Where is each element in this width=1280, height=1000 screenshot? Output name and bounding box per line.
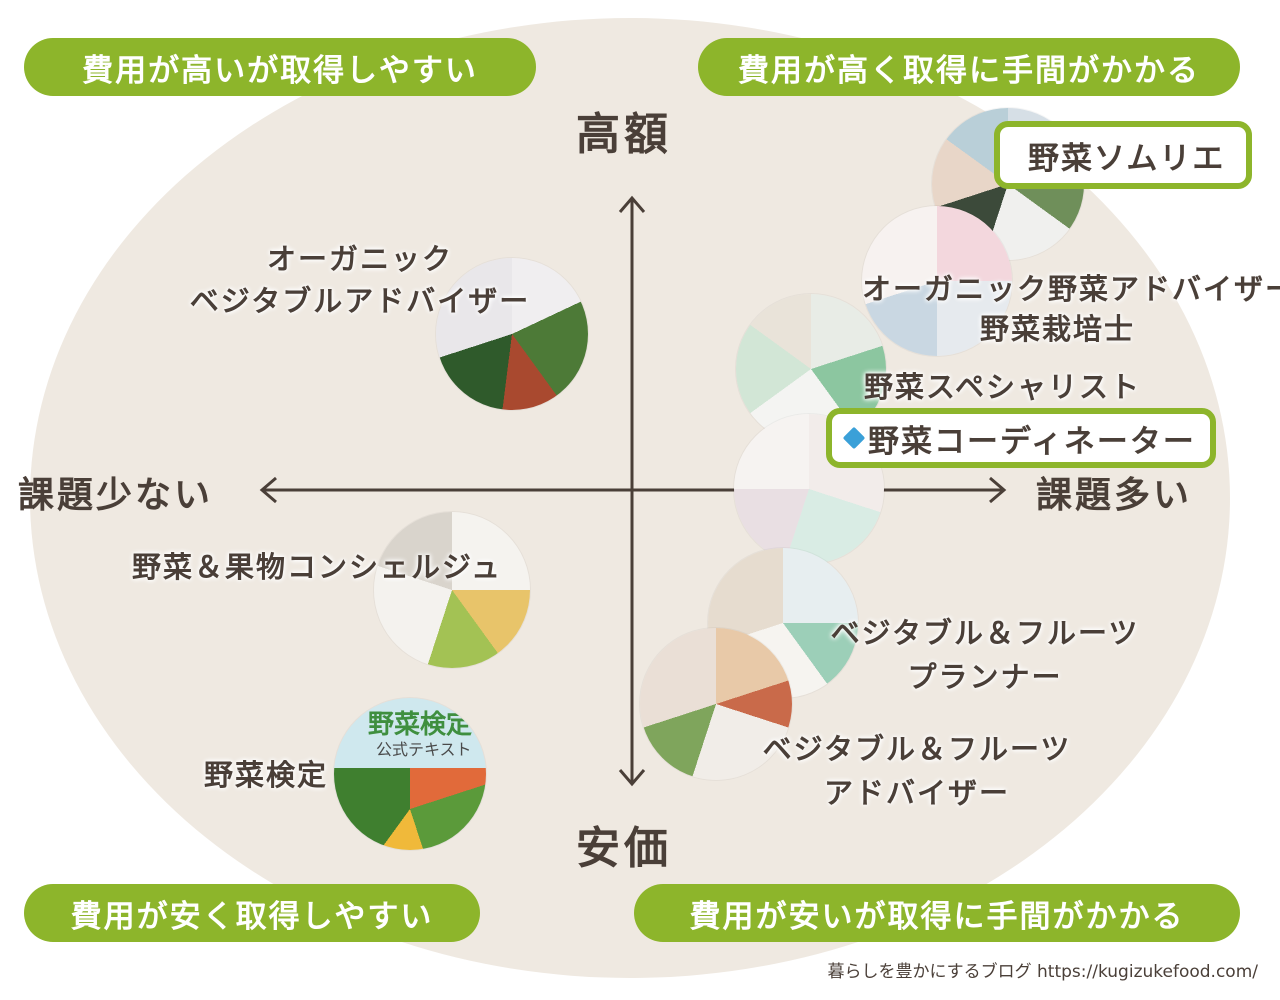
item-vf-planner: ベジタブル＆フルーツ プランナー (820, 614, 1150, 696)
item-concierge: 野菜＆果物コンシェルジュ (132, 550, 502, 584)
item-sommelier-box: 野菜ソムリエ (994, 121, 1252, 189)
item-cultivation: 野菜栽培士 (980, 312, 1136, 346)
quadrant-bottom-right: 費用が安いが取得に手間がかかる (634, 884, 1240, 942)
quadrant-bottom-left: 費用が安く取得しやすい (24, 884, 480, 942)
quadrant-top-right-label: 費用が高く取得に手間がかかる (738, 52, 1200, 89)
quadrant-top-left: 費用が高いが取得しやすい (24, 38, 536, 96)
arrow-up (618, 195, 646, 213)
arrow-left (259, 476, 277, 504)
axis-right-label: 課題多い (1036, 475, 1193, 516)
item-specialist: 野菜スペシャリスト (864, 370, 1141, 404)
item-vf-planner-line2: プランナー (907, 660, 1063, 694)
site-credit: 暮らしを豊かにするブログ https://kugizukefood.com/ (827, 962, 1258, 982)
item-sommelier: 野菜ソムリエ (1028, 140, 1226, 177)
photo-concierge (374, 512, 530, 668)
arrow-right (989, 476, 1007, 504)
item-vf-planner-line1: ベジタブル＆フルーツ (830, 616, 1140, 650)
item-organic-vegetable: オーガニック ベジタブルアドバイザー (180, 240, 540, 320)
kentei-book-subtitle: 公式テキスト (376, 740, 472, 759)
item-organic-vegetable-line1: オーガニック (266, 242, 453, 276)
photo-organic-adviser (862, 206, 1012, 356)
arrow-down (618, 769, 646, 787)
photo-vf-adviser (640, 628, 792, 780)
item-vf-adviser-line1: ベジタブル＆フルーツ (762, 732, 1072, 766)
axis-bottom-label: 安価 (576, 823, 672, 874)
photo-organic-vegetable (436, 258, 588, 410)
item-coordinator: 野菜コーディネーター (868, 423, 1196, 460)
item-kentei: 野菜検定 (204, 758, 329, 792)
item-vf-adviser: ベジタブル＆フルーツ アドバイザー (752, 730, 1082, 812)
item-organic-adviser: オーガニック野菜アドバイザー (862, 272, 1280, 306)
kentei-book-title: 野菜検定 (368, 710, 473, 740)
item-organic-vegetable-line2: ベジタブルアドバイザー (189, 284, 531, 318)
axis-top-label: 高額 (576, 109, 672, 160)
quadrant-bottom-right-label: 費用が安いが取得に手間がかかる (689, 898, 1185, 935)
quadrant-top-left-label: 費用が高いが取得しやすい (82, 52, 478, 89)
quadrant-bottom-left-label: 費用が安く取得しやすい (70, 898, 434, 935)
photo-kentei: 野菜検定 公式テキスト (334, 698, 486, 850)
kentei-vegetables-image (334, 768, 486, 850)
item-vf-adviser-line2: アドバイザー (823, 776, 1010, 810)
tag-icon (842, 426, 866, 450)
item-coordinator-box: 野菜コーディネーター (826, 408, 1216, 468)
quadrant-top-right: 費用が高く取得に手間がかかる (698, 38, 1240, 96)
axis-left-label: 課題少ない (18, 475, 214, 516)
